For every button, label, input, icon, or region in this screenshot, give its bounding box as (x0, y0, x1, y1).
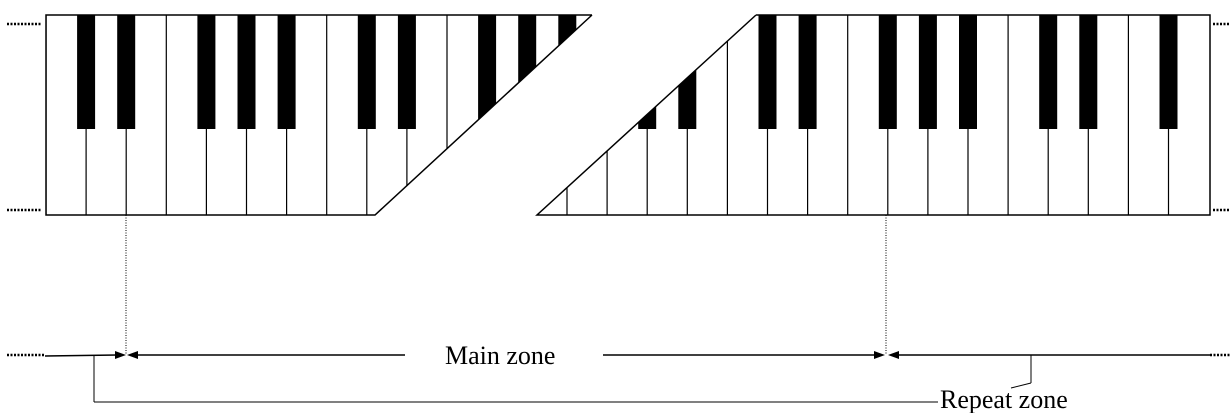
right-black-key (1079, 15, 1098, 129)
right-black-key (878, 15, 897, 129)
right-black-key (798, 15, 817, 129)
pre-zone-line (44, 354, 118, 357)
left-black-key (397, 15, 416, 129)
main-zone-label: Main zone (445, 341, 555, 370)
left-black-key (357, 15, 376, 129)
right-black-key (758, 15, 777, 129)
right-black-key (598, 15, 617, 129)
left-keyboard-outline (45, 14, 593, 216)
left-black-key (478, 15, 497, 129)
main-zone-left-arrowhead (127, 351, 138, 359)
right-black-key (1039, 15, 1058, 129)
left-black-key (77, 15, 96, 129)
repeat-zone-right-start-arrowhead (888, 351, 899, 359)
left-black-key (277, 15, 296, 129)
right-black-key (1159, 15, 1178, 129)
left-black-key (237, 15, 256, 129)
pre-zone-arrowhead (115, 351, 126, 359)
left-black-key (117, 15, 136, 129)
repeat-zone-label: Repeat zone (940, 385, 1068, 413)
right-black-key (959, 15, 977, 129)
right-black-key (918, 15, 937, 129)
repeat-zone-bracket-diagonal (1010, 382, 1032, 389)
left-black-key (518, 15, 537, 129)
right-keyboard-section (537, 15, 1210, 215)
right-black-key (638, 15, 657, 129)
left-black-key (197, 15, 216, 129)
left-keyboard-section (46, 15, 592, 215)
right-keyboard-outline (535, 14, 1211, 216)
main-zone-right-arrowhead (874, 351, 885, 359)
